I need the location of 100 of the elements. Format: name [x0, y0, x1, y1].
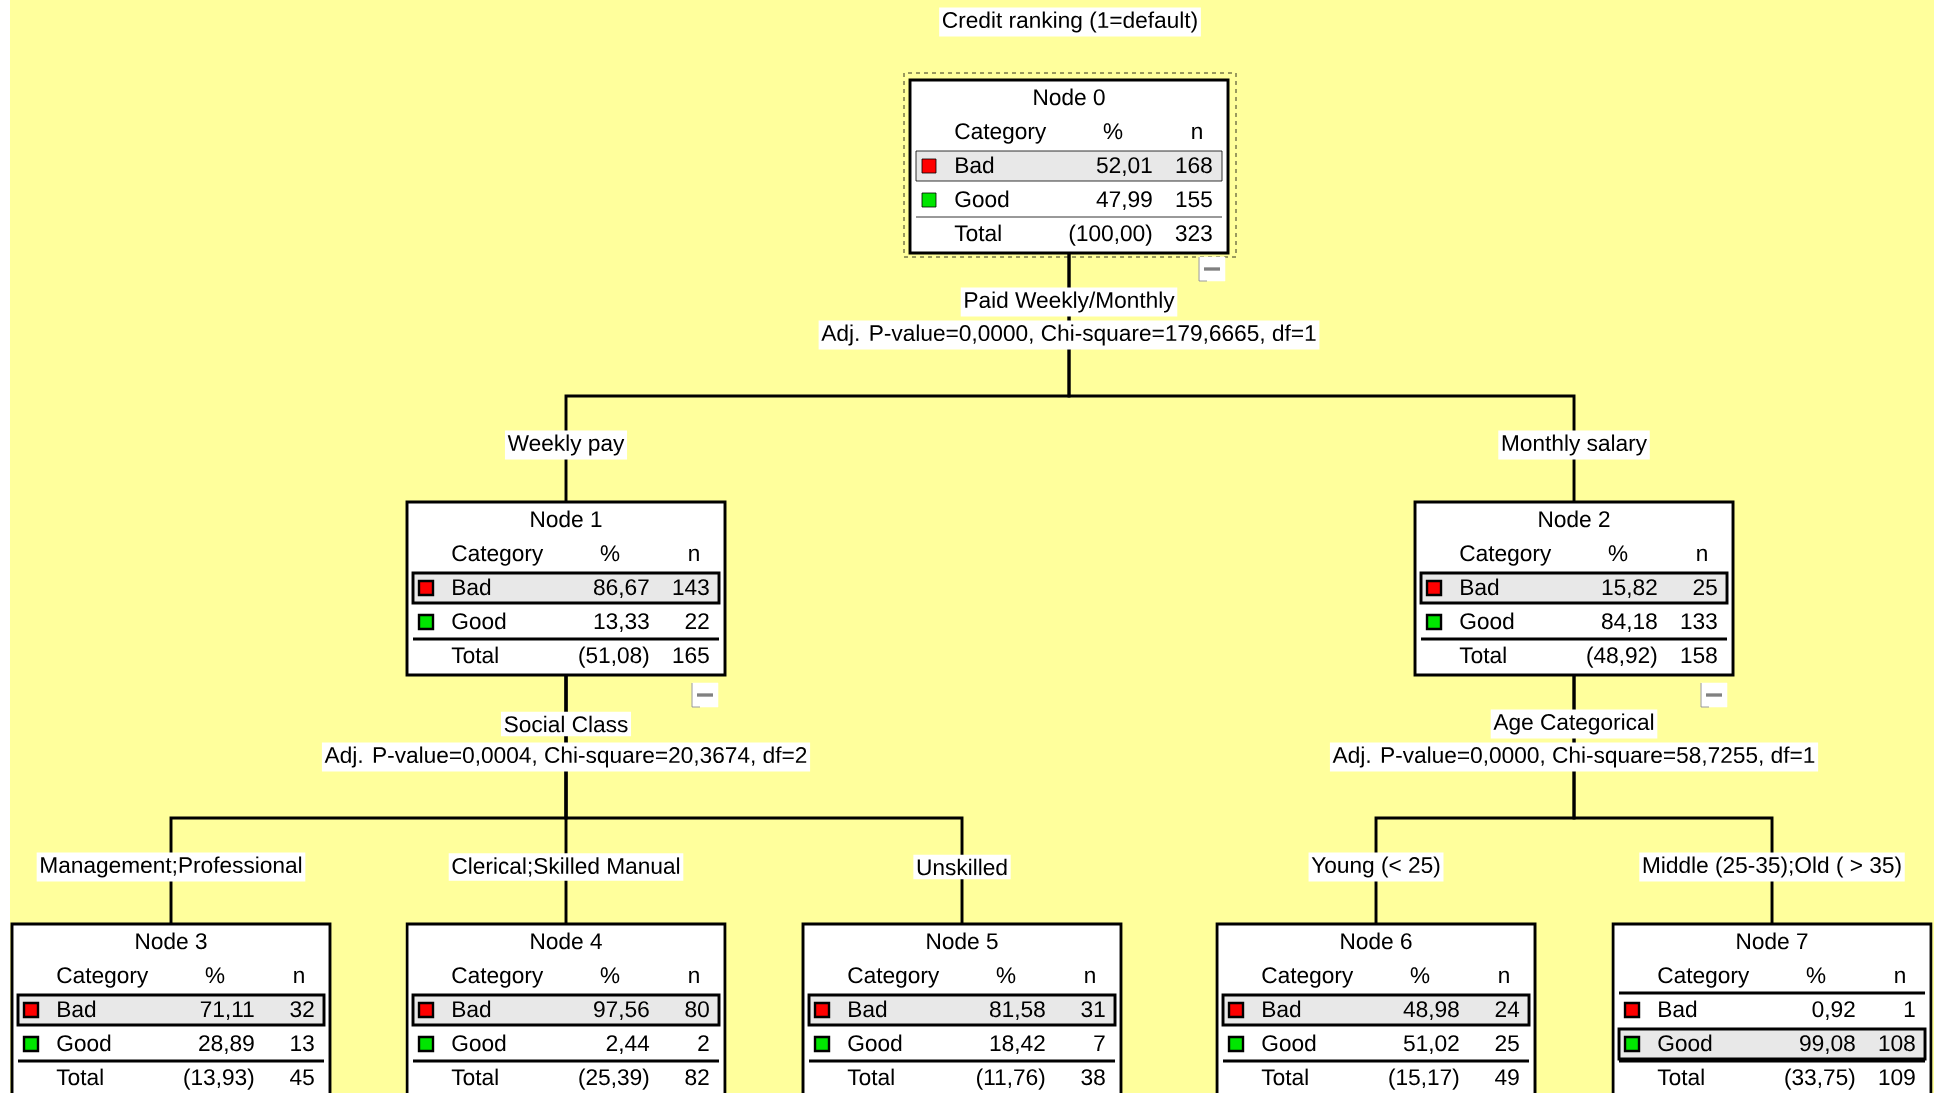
connector-line [1067, 253, 1576, 502]
node-title: Node 3 [136, 932, 207, 950]
column-header: Category [1262, 967, 1354, 988]
count-value: 7 [1094, 1035, 1105, 1051]
column-header: Category [1658, 967, 1750, 988]
column-header: Category [1460, 545, 1552, 566]
node-title: Node 0 [1034, 88, 1105, 106]
category-label: Total [1261, 1068, 1308, 1086]
category-label: Bad [849, 1000, 887, 1018]
count-value: 32 [290, 1001, 314, 1018]
column-header: Category [955, 123, 1047, 144]
split-label: Social Class [501, 711, 632, 737]
category-label: Total [954, 224, 1001, 242]
node-title: Node 7 [1737, 932, 1808, 950]
percent-value: 2,44 [606, 1035, 650, 1054]
count-value: 1 [1904, 1001, 1915, 1017]
column-header: % [600, 545, 620, 562]
percent-value: (33,75) [1785, 1068, 1855, 1090]
percent-value: 18,42 [990, 1035, 1045, 1054]
percent-value: 51,02 [1403, 1035, 1459, 1054]
count-value: 165 [673, 647, 709, 664]
column-header: n [689, 970, 699, 983]
count-value: 25 [1495, 1035, 1519, 1052]
category-label: Bad [58, 1000, 96, 1018]
category-label: Total [56, 1068, 103, 1086]
split-label: Paid Weekly/Monthly [960, 287, 1178, 317]
count-value: 80 [685, 1001, 709, 1018]
edge-label: Middle (25-35);Old ( > 35) [1639, 852, 1905, 882]
category-label: Total [1657, 1068, 1704, 1086]
category-label: Good [57, 1034, 111, 1052]
category-label: Good [452, 612, 506, 630]
node-title: Node 2 [1539, 510, 1610, 528]
category-label: Total [451, 646, 498, 664]
chart-title: Credit ranking (1=default) [939, 7, 1201, 37]
percent-value: (25,39) [579, 1068, 649, 1090]
connector-line [564, 675, 964, 924]
column-header: n [1085, 970, 1095, 983]
split-label: Adj. P-value=0,0000, Chi-square=179,6665, df=1 [818, 320, 1320, 350]
count-value: 133 [1681, 613, 1717, 630]
column-header: % [205, 967, 225, 984]
category-label: Good [1262, 1034, 1316, 1052]
edge-label: Clerical;Skilled Manual [448, 853, 684, 881]
edge-label: Monthly salary [1498, 430, 1650, 460]
count-value: 31 [1081, 1001, 1105, 1018]
percent-value: 28,89 [199, 1035, 254, 1054]
column-header: % [996, 967, 1016, 984]
category-label: Bad [453, 578, 491, 596]
percent-value: 81,58 [990, 1001, 1045, 1020]
split-label: Adj. P-value=0,0000, Chi-square=58,7255, df=1 [1329, 742, 1819, 772]
category-label: Good [955, 190, 1009, 208]
count-value: 45 [290, 1069, 314, 1086]
percent-value: (100,00) [1069, 224, 1152, 246]
count-value: 24 [1495, 1001, 1520, 1017]
category-label: Bad [956, 156, 994, 174]
percent-value: 99,08 [1800, 1035, 1855, 1054]
category-label: Good [1460, 612, 1514, 630]
column-header: % [1410, 967, 1430, 984]
percent-value: 84,18 [1602, 613, 1657, 632]
edge-label: Management;Professional [36, 852, 306, 882]
split-label: Age Categorical [1490, 709, 1658, 739]
column-header: n [1697, 548, 1707, 561]
column-header: Category [452, 545, 544, 566]
column-header: n [1192, 126, 1202, 139]
column-header: Category [452, 967, 544, 988]
percent-value: (15,17) [1389, 1068, 1459, 1090]
column-header: % [1608, 545, 1628, 562]
count-value: 323 [1175, 225, 1212, 242]
count-value: 82 [685, 1069, 709, 1086]
column-header: n [294, 970, 304, 983]
count-value: 109 [1879, 1069, 1915, 1086]
count-value: 2 [698, 1035, 709, 1051]
count-value: 168 [1176, 157, 1212, 174]
percent-value: 47,99 [1096, 191, 1152, 210]
column-header: n [689, 548, 699, 561]
node-title: Node 4 [531, 932, 602, 950]
percent-value: (48,92) [1587, 646, 1657, 668]
category-label: Good [1658, 1034, 1712, 1052]
category-label: Total [847, 1068, 894, 1086]
column-header: n [1895, 970, 1905, 983]
count-value: 143 [673, 579, 709, 596]
node-title: Node 6 [1341, 932, 1412, 950]
count-value: 22 [685, 613, 709, 629]
percent-value: 71,11 [200, 1001, 254, 1020]
count-value: 49 [1495, 1069, 1519, 1086]
percent-value: 48,98 [1403, 1001, 1459, 1020]
category-label: Total [1459, 646, 1506, 664]
column-header: Category [57, 967, 149, 988]
percent-value: (11,76) [977, 1068, 1045, 1090]
percent-value: (51,08) [579, 646, 649, 668]
category-label: Bad [453, 1000, 491, 1018]
category-label: Good [452, 1034, 506, 1052]
percent-value: 86,67 [594, 579, 649, 598]
percent-value: 0,92 [1812, 1001, 1855, 1020]
category-label: Total [451, 1068, 498, 1086]
column-header: n [1499, 970, 1509, 983]
percent-value: 15,82 [1602, 579, 1657, 598]
count-value: 38 [1081, 1069, 1105, 1086]
percent-value: 13,33 [594, 613, 649, 632]
percent-value: 52,01 [1096, 157, 1152, 176]
node-title: Node 1 [531, 510, 602, 528]
